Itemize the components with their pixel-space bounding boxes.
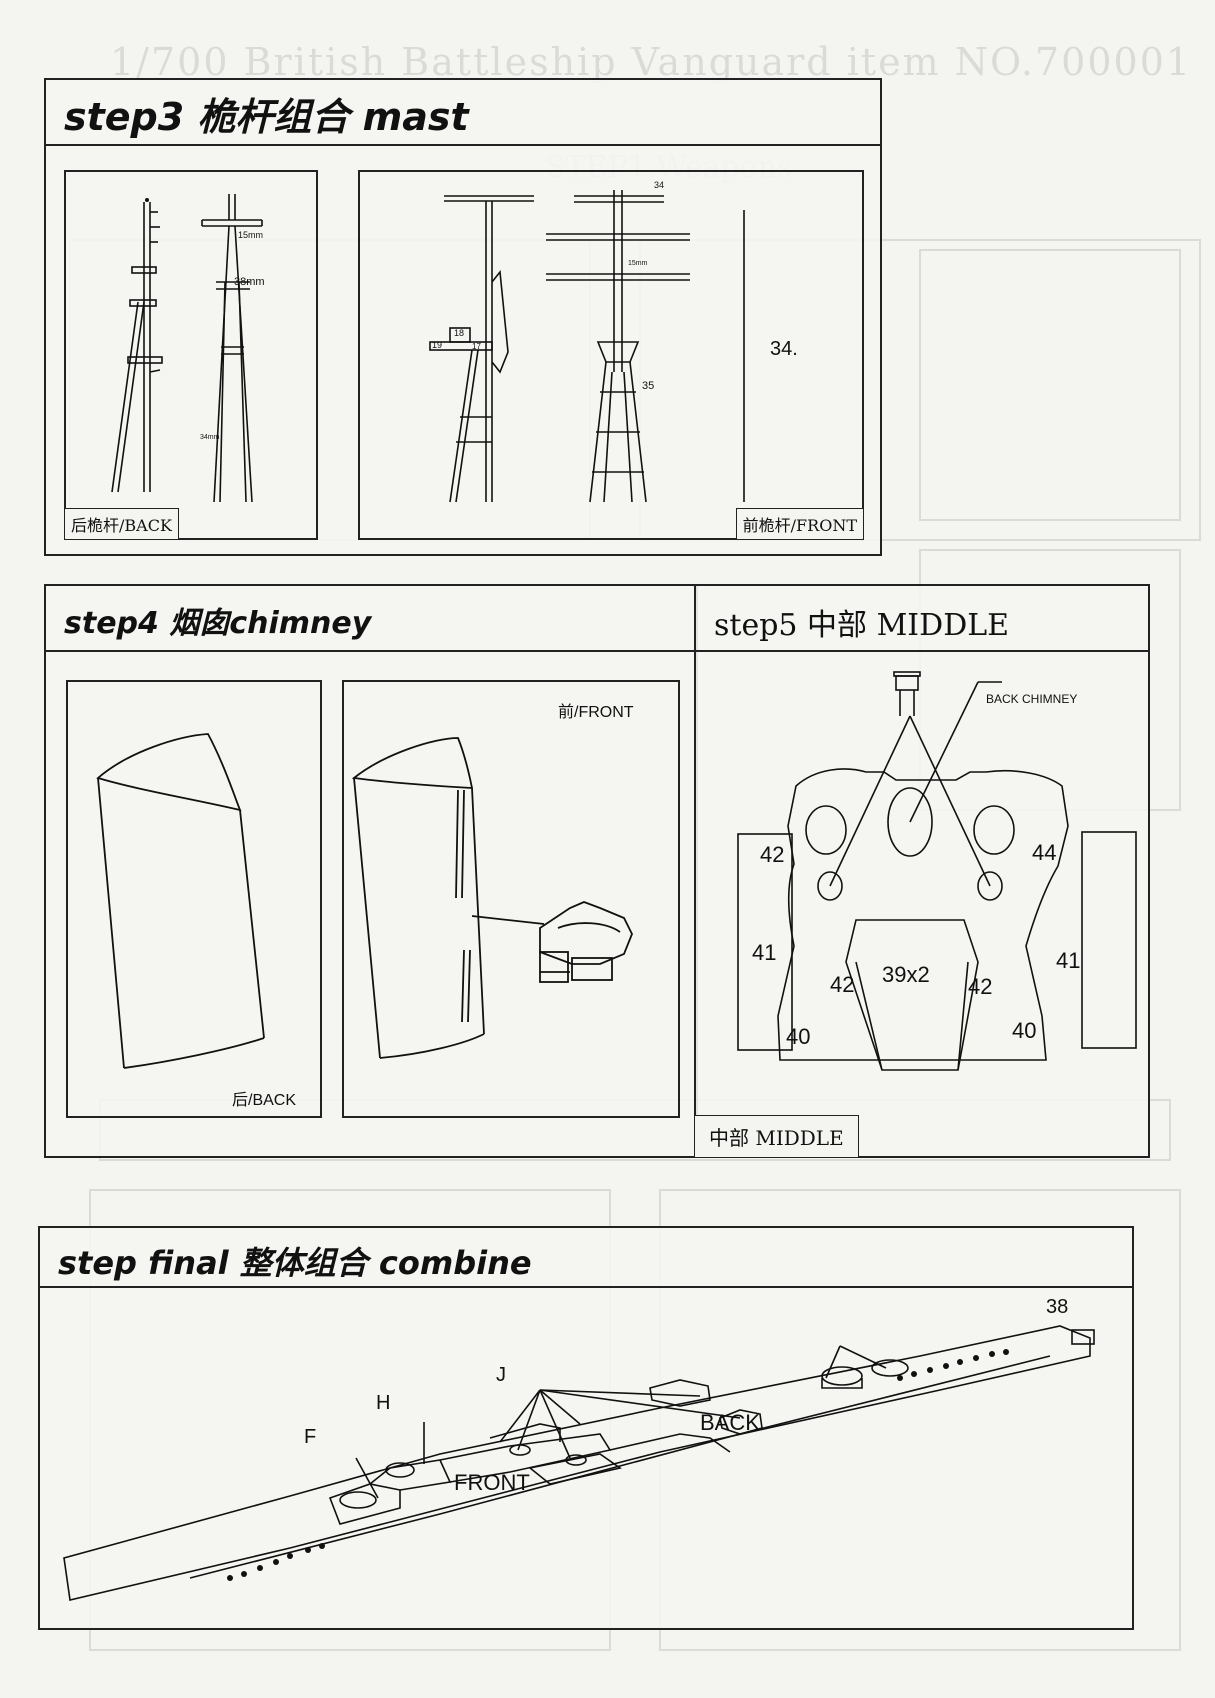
back-mast-label-15mm: 15mm bbox=[238, 230, 264, 240]
front-mast-label-19: 19 bbox=[432, 340, 443, 350]
part-number-42-left: 42 bbox=[760, 842, 785, 867]
part-number-41-left: 41 bbox=[752, 940, 777, 965]
part-number-40-left: 40 bbox=[786, 1024, 811, 1049]
step4-title-bar: step4 烟囱chimney bbox=[46, 586, 696, 652]
back-mast-label-34mm: 34mm bbox=[200, 434, 220, 441]
final-label-f: F bbox=[304, 1426, 317, 1448]
final-title: step final 整体组合 combine bbox=[58, 1244, 532, 1282]
final-label-back: BACK bbox=[700, 1410, 760, 1435]
chimney-front-label: 前/FRONT bbox=[558, 704, 634, 721]
front-mast-label-34-top: 34 bbox=[654, 180, 665, 190]
final-label-h: H bbox=[376, 1392, 391, 1414]
part-number-41-right: 41 bbox=[1056, 948, 1081, 973]
front-mast-label-18: 18 bbox=[454, 328, 465, 338]
front-mast-label-17: 17 bbox=[472, 342, 481, 351]
step5-title: step5 中部 MIDDLE bbox=[714, 608, 1010, 643]
front-mast-label-34: 34. bbox=[770, 338, 798, 360]
front-mast-box: 34 15mm 18 19 17 34. 35 前桅杆/FRONT bbox=[358, 170, 864, 540]
back-mast-label-38mm: 38mm bbox=[234, 276, 265, 288]
step3-title-bar: step3 桅杆组合 mast bbox=[46, 80, 880, 146]
back-mast-drawing bbox=[111, 194, 263, 503]
part-number-39x2: 39x2 bbox=[882, 962, 930, 987]
front-mast-drawing bbox=[429, 190, 745, 503]
chimney-front-drawing bbox=[351, 737, 633, 1059]
chimney-back-drawing bbox=[96, 733, 265, 1069]
middle-assembly-drawing bbox=[737, 671, 1137, 1071]
front-mast-tag: 前桅杆/FRONT bbox=[735, 508, 864, 540]
back-mast-tag: 后桅杆/BACK bbox=[64, 508, 179, 540]
back-chimney-label: BACK CHIMNEY bbox=[986, 692, 1078, 706]
ship-combine-drawing bbox=[63, 1325, 1095, 1601]
front-mast-label-15mm: 15mm bbox=[628, 260, 648, 267]
chimney-front-box: 前/FRONT bbox=[342, 680, 680, 1118]
step3-panel: step3 桅杆组合 mast bbox=[44, 78, 882, 556]
step5-panel: step5 中部 MIDDLE bbox=[694, 584, 1150, 1158]
back-mast-box: 15mm 38mm 34mm 后桅杆/BACK bbox=[64, 170, 318, 540]
part-number-42-mid-left: 42 bbox=[830, 972, 855, 997]
front-mast-label-35: 35 bbox=[642, 380, 655, 392]
step3-title: step3 桅杆组合 mast bbox=[64, 95, 469, 139]
final-label-front: FRONT bbox=[454, 1470, 530, 1495]
part-number-40-right: 40 bbox=[1012, 1018, 1037, 1043]
step5-title-bar: step5 中部 MIDDLE bbox=[696, 586, 1148, 652]
final-panel: step final 整体组合 combine bbox=[38, 1226, 1134, 1630]
middle-tag: 中部 MIDDLE bbox=[694, 1115, 859, 1158]
final-label-38: 38 bbox=[1046, 1296, 1069, 1318]
part-number-42-mid-right: 42 bbox=[968, 974, 993, 999]
part-number-44: 44 bbox=[1032, 840, 1057, 865]
final-label-j: J bbox=[496, 1364, 506, 1386]
step4-title: step4 烟囱chimney bbox=[64, 606, 372, 641]
step4-panel: step4 烟囱chimney 后/BACK bbox=[44, 584, 698, 1158]
chimney-back-box: 后/BACK bbox=[66, 680, 322, 1118]
final-title-bar: step final 整体组合 combine bbox=[40, 1228, 1132, 1288]
chimney-back-label: 后/BACK bbox=[232, 1092, 297, 1109]
